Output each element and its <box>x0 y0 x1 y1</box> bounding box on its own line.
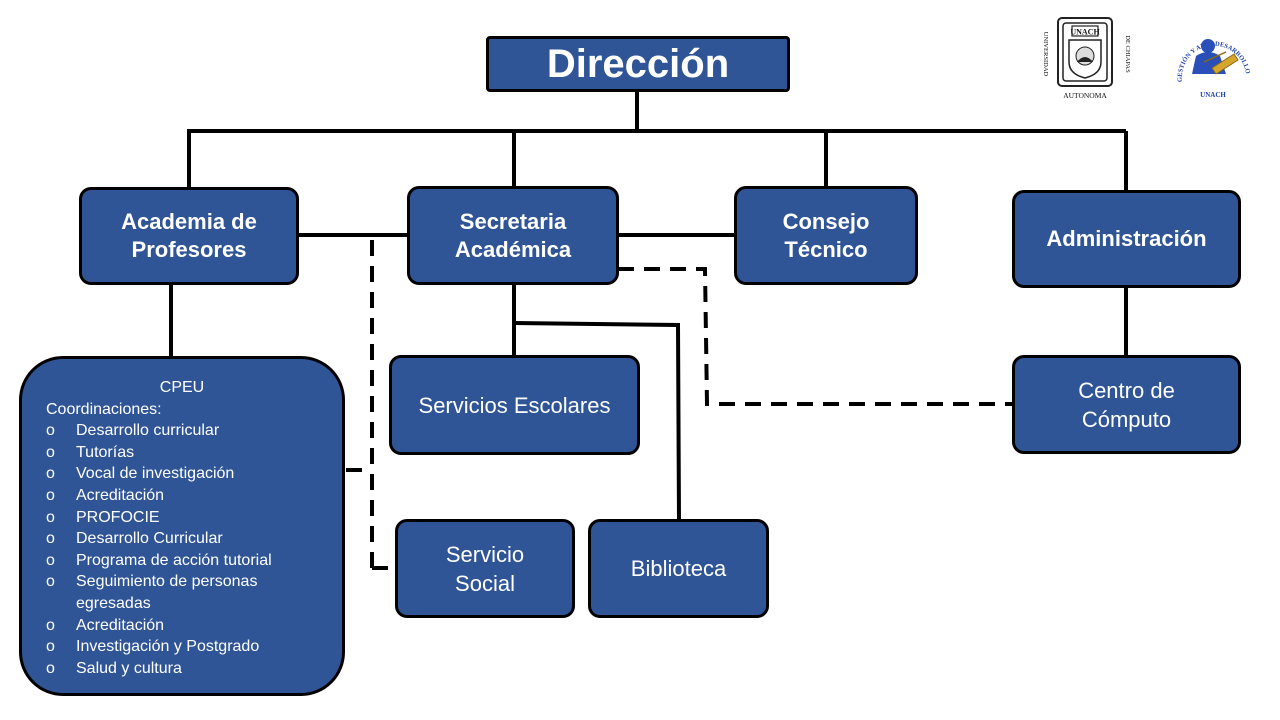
svg-text:UNIVERSIDAD: UNIVERSIDAD <box>1042 32 1049 77</box>
list-item-label: PROFOCIE <box>76 508 160 526</box>
list-item: o Desarrollo Curricular <box>46 528 332 550</box>
list-item: o Seguimiento de personas egresadas <box>46 571 296 614</box>
node-administracion: Administración <box>1012 190 1241 288</box>
bullet: o <box>46 422 55 440</box>
svg-text:UNACH: UNACH <box>1070 28 1100 37</box>
list-item: o Vocal de investigación <box>46 463 332 485</box>
list-item-label: Acreditación <box>76 616 165 634</box>
list-item: o PROFOCIE <box>46 507 332 529</box>
node-servicio-social: Servicio Social <box>395 519 575 618</box>
node-direccion: Dirección <box>486 36 790 92</box>
bullet: o <box>46 486 55 504</box>
list-item: o Acreditación <box>46 485 332 507</box>
bullet: o <box>46 443 55 461</box>
list-item-label: Tutorías <box>76 443 135 461</box>
list-item-label: Desarrollo curricular <box>76 422 220 440</box>
node-centro-computo: Centro de Cómputo <box>1012 355 1241 454</box>
list-item-label: Programa de acción tutorial <box>76 551 272 569</box>
list-item-label: Salud y cultura <box>76 659 182 677</box>
bullet: o <box>46 659 55 677</box>
list-item: o Investigación y Postgrado <box>46 636 332 658</box>
node-servicios-escolares: Servicios Escolares <box>389 355 640 455</box>
list-item-label: Vocal de investigación <box>76 465 235 483</box>
node-cpeu: CPEU Coordinaciones: o Desarrollo curricu… <box>19 356 345 696</box>
dashed-connector-centro-computo <box>618 267 1015 406</box>
svg-text:DE CHIAPAS: DE CHIAPAS <box>1124 35 1131 73</box>
bullet: o <box>46 508 55 526</box>
bullet: o <box>46 573 55 591</box>
cpeu-subtitle: Coordinaciones: <box>46 400 162 418</box>
list-item-label: Seguimiento de personas egresadas <box>76 573 258 612</box>
list-item: o Salud y cultura <box>46 658 332 680</box>
bullet: o <box>46 530 55 548</box>
bullet: o <box>46 551 55 569</box>
svg-text:UNACH: UNACH <box>1200 91 1226 99</box>
node-biblioteca: Biblioteca <box>588 519 769 618</box>
svg-text:AUTONOMA: AUTONOMA <box>1063 91 1107 100</box>
list-item: o Acreditación <box>46 615 332 637</box>
connector-secretaria-biblioteca <box>513 321 681 522</box>
list-item: o Desarrollo curricular <box>46 420 332 442</box>
bullet: o <box>46 465 55 483</box>
unach-seal-logo: UNACH UNIVERSIDAD DE CHIAPAS AUTONOMA <box>1042 17 1131 100</box>
node-consejo-tecnico: Consejo Técnico <box>734 186 918 285</box>
list-item-label: Acreditación <box>76 486 165 504</box>
bullet: o <box>46 616 55 634</box>
cpeu-title: CPEU <box>159 379 205 396</box>
node-academia-profesores: Academia de Profesores <box>79 187 299 285</box>
list-item: o Tutorías <box>46 442 332 464</box>
list-item: o Programa de acción tutorial <box>46 550 332 572</box>
list-item-label: Desarrollo Curricular <box>76 530 223 548</box>
gestion-indigena-logo: GESTIÓN Y AUTODESARROLLO INDÍGENA UNACH <box>1168 22 1251 99</box>
list-item-label: Investigación y Postgrado <box>76 638 260 656</box>
node-secretaria-academica: Secretaria Académica <box>407 186 619 285</box>
bullet: o <box>46 638 55 656</box>
